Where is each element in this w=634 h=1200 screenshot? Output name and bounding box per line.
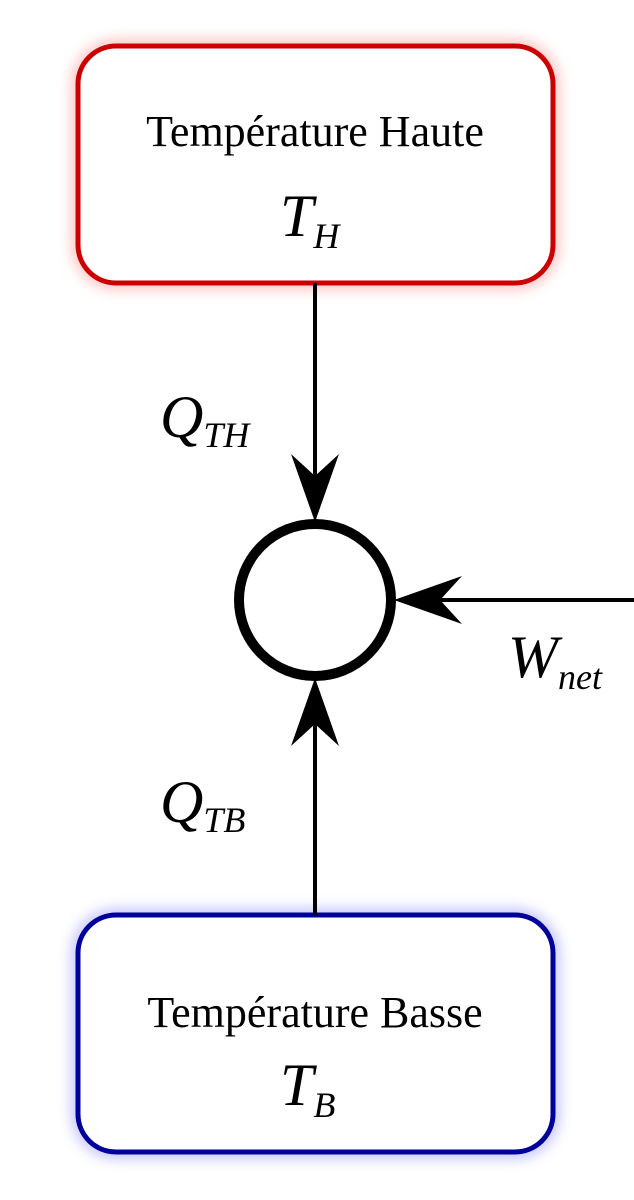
cold-reservoir-title: Température Basse xyxy=(147,988,482,1037)
heat-flow-cold-label: QTB xyxy=(160,769,245,840)
cold-reservoir-symbol: TB xyxy=(280,1052,335,1125)
net-work-label-sub: net xyxy=(558,657,603,697)
net-work-arrowhead xyxy=(394,576,462,624)
heat-flow-hot-label: QTH xyxy=(160,384,251,455)
cold-reservoir: Température Basse TB xyxy=(73,910,558,1157)
net-work-label: Wnet xyxy=(508,624,603,697)
hot-reservoir-title: Température Haute xyxy=(146,107,484,156)
heat-flow-cold-label-sub: TB xyxy=(203,800,245,840)
heat-flow-hot-label-main: Q xyxy=(160,384,203,450)
heat-flow-hot-arrowhead xyxy=(291,454,339,522)
hot-reservoir-symbol-sub: H xyxy=(312,216,341,256)
heat-flow-hot-label-sub: TH xyxy=(203,415,251,455)
cold-reservoir-symbol-sub: B xyxy=(313,1085,335,1125)
hot-reservoir: Température Haute TH xyxy=(73,41,558,288)
net-work-label-main: W xyxy=(508,624,563,690)
heat-flow-cold-arrow xyxy=(291,678,339,915)
cold-reservoir-symbol-main: T xyxy=(280,1052,317,1118)
heat-flow-cold-arrowhead xyxy=(291,678,339,746)
engine-circle xyxy=(234,519,396,681)
net-work-arrow xyxy=(394,576,634,624)
hot-reservoir-symbol-main: T xyxy=(280,183,317,249)
heat-flow-hot-arrow xyxy=(291,283,339,522)
hot-reservoir-symbol: TH xyxy=(280,183,341,256)
heat-flow-cold-label-main: Q xyxy=(160,769,203,835)
